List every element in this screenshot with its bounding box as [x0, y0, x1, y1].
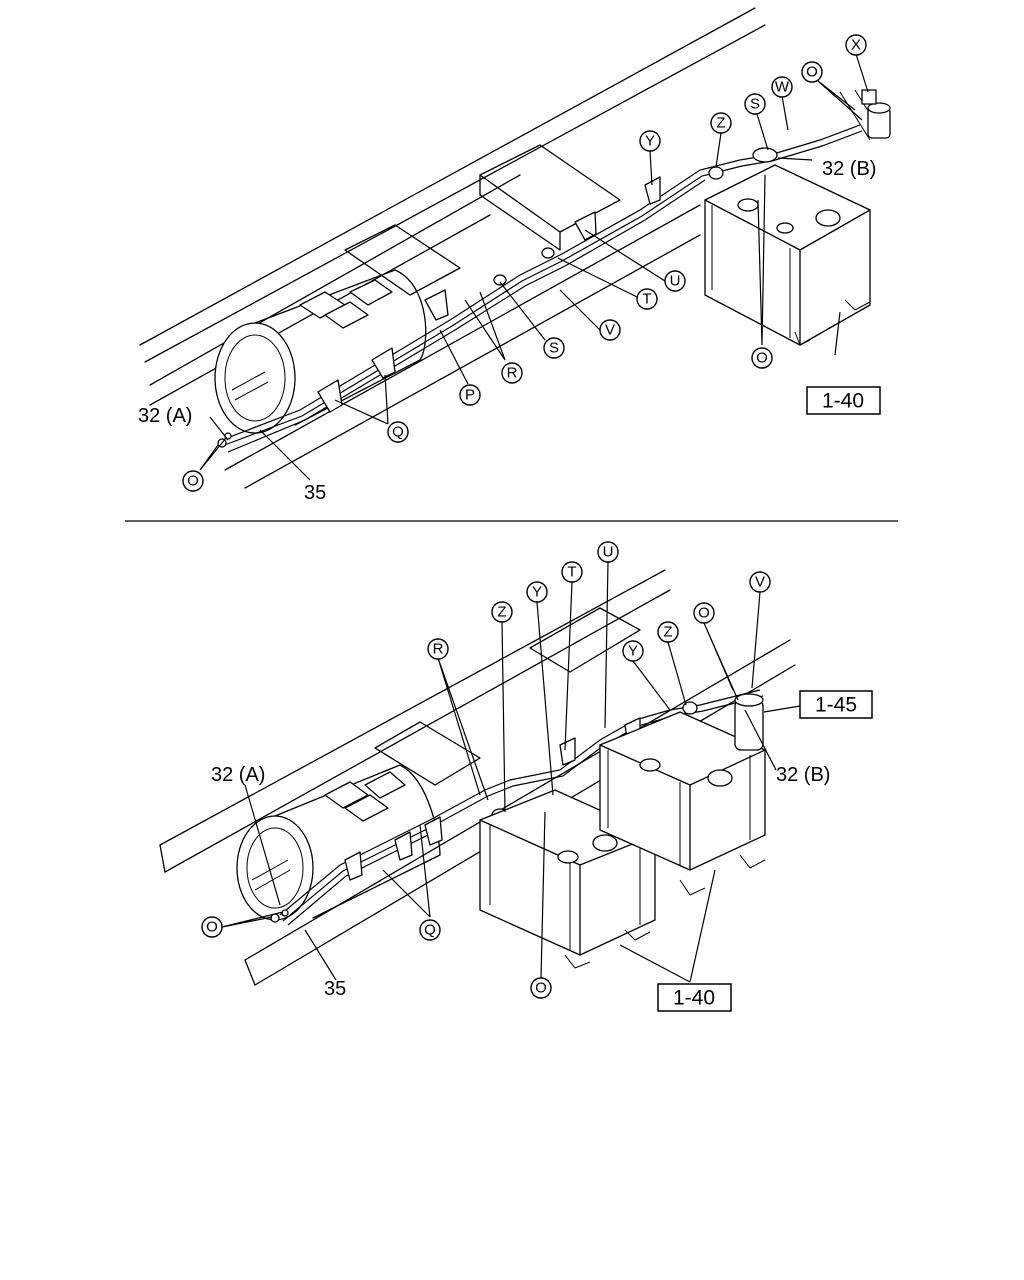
bottom-callout-o-left: O: [201, 916, 223, 938]
svg-text:1-40: 1-40: [822, 390, 864, 413]
svg-text:S: S: [549, 340, 559, 357]
svg-text:O: O: [187, 473, 199, 490]
svg-text:Z: Z: [716, 115, 725, 132]
top-label-32a: 32 (A): [138, 405, 192, 427]
top-callout-r: R: [501, 362, 523, 384]
bottom-ref-1-40: 1-40: [657, 983, 732, 1012]
bottom-callout-v: V: [749, 571, 771, 593]
top-callout-o-left: O: [182, 470, 204, 492]
svg-text:T: T: [567, 564, 576, 581]
svg-text:Z: Z: [663, 624, 672, 641]
top-callout-p: P: [459, 384, 481, 406]
bottom-label-32b: 32 (B): [776, 764, 830, 786]
bottom-leaders: [221, 561, 801, 983]
bottom-fuel-filter: [734, 693, 764, 751]
svg-text:W: W: [775, 79, 790, 96]
svg-text:Q: Q: [424, 922, 436, 939]
svg-text:S: S: [750, 96, 760, 113]
svg-text:Y: Y: [645, 133, 655, 150]
bottom-panel: R Z Y T U Z Y O V O Q O 32 (A) 32 (B) 35…: [159, 541, 873, 1012]
bottom-callout-r: R: [427, 638, 449, 660]
svg-text:R: R: [507, 365, 518, 382]
svg-text:V: V: [755, 574, 765, 591]
bottom-callout-o-right: O: [693, 602, 715, 624]
svg-text:V: V: [605, 322, 615, 339]
top-callout-y: Y: [639, 130, 661, 152]
svg-text:1-45: 1-45: [815, 694, 857, 717]
top-label-35: 35: [304, 482, 326, 504]
bottom-callout-z-left: Z: [491, 601, 513, 623]
top-crossmember: [344, 144, 621, 296]
bottom-callout-q: Q: [419, 919, 441, 941]
bottom-label-32a: 32 (A): [211, 764, 265, 786]
svg-text:X: X: [851, 37, 861, 54]
top-callout-o-filter: O: [801, 61, 823, 83]
top-callout-q: Q: [387, 421, 409, 443]
top-hose-clips: [317, 176, 661, 413]
svg-text:Y: Y: [532, 584, 542, 601]
top-callout-s-lower: S: [543, 337, 565, 359]
top-callout-t: T: [636, 288, 658, 310]
bottom-callout-y-right: Y: [622, 640, 644, 662]
top-callout-s-upper: S: [744, 93, 766, 115]
bottom-rect-tank-rear: [599, 711, 766, 896]
top-callout-x: X: [845, 34, 867, 56]
top-callout-z: Z: [710, 112, 732, 134]
top-leaders: [199, 53, 869, 481]
svg-text:O: O: [698, 605, 710, 622]
top-panel: X O W S Z Y U T V S R P O Q O 32 (B) 32 …: [138, 7, 891, 504]
top-callout-o-tank: O: [751, 347, 773, 369]
svg-text:O: O: [206, 919, 218, 936]
svg-text:1-40: 1-40: [673, 987, 715, 1010]
svg-text:O: O: [535, 980, 547, 997]
top-fuel-filter: [861, 89, 891, 139]
top-ref-1-40: 1-40: [806, 386, 881, 415]
top-frame-rail: [139, 7, 881, 489]
svg-text:U: U: [670, 273, 681, 290]
svg-text:O: O: [806, 64, 818, 81]
svg-text:R: R: [433, 641, 444, 658]
top-callout-u: U: [664, 270, 686, 292]
bottom-callout-y-left: Y: [526, 581, 548, 603]
top-rect-tank: [704, 164, 871, 346]
svg-text:Z: Z: [497, 604, 506, 621]
bottom-callout-t: T: [561, 561, 583, 583]
top-callout-v: V: [599, 319, 621, 341]
top-fuel-hose: [217, 124, 863, 453]
svg-text:T: T: [642, 291, 651, 308]
bottom-crossmember: [374, 607, 641, 786]
bottom-label-35: 35: [324, 978, 346, 1000]
bottom-callout-z-right: Z: [657, 621, 679, 643]
svg-text:Q: Q: [392, 424, 404, 441]
svg-text:Y: Y: [628, 643, 638, 660]
svg-text:U: U: [603, 544, 614, 561]
top-fuel-tank: [214, 269, 427, 434]
bottom-callout-u: U: [597, 541, 619, 563]
top-callout-w: W: [771, 76, 793, 98]
svg-text:P: P: [465, 387, 475, 404]
bottom-callout-o-bottom: O: [530, 977, 552, 999]
bottom-ref-1-45: 1-45: [799, 690, 873, 719]
svg-text:O: O: [756, 350, 768, 367]
top-label-32b: 32 (B): [822, 158, 876, 180]
